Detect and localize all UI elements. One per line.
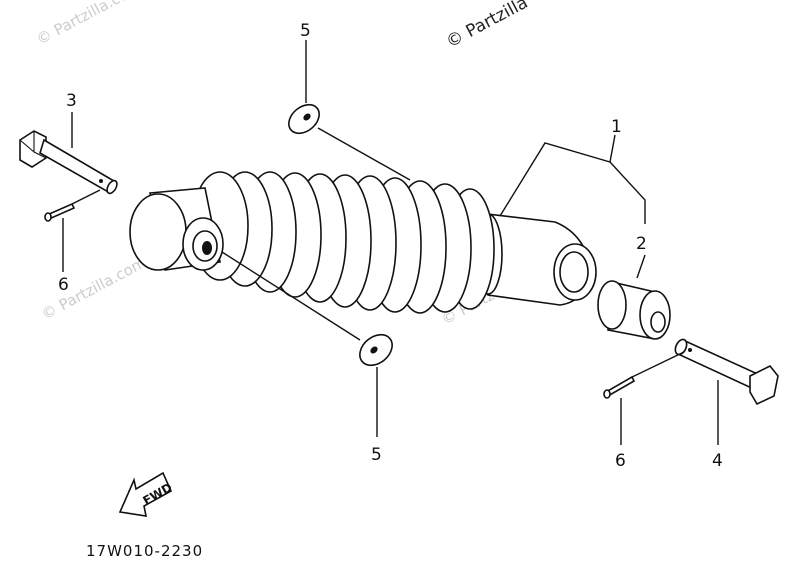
cotter-pin-left[interactable] [44,202,76,222]
callout-bolt-upper: 3 [66,91,77,111]
spring-coils [191,171,495,314]
fwd-arrow: FWD [118,471,175,517]
bolt-upper[interactable] [19,130,119,195]
callout-cotter-pin-right: 6 [615,451,626,471]
watermark-left: © Partzilla.com [38,253,149,323]
cotter-pin-right[interactable] [603,375,636,399]
callout-cotter-pin-left: 6 [58,275,69,295]
watermark-top-right: © Partzilla [443,0,531,52]
callout-bolt-lower: 4 [712,451,723,471]
diagram-code: 17W010-2230 [86,542,203,560]
callout-shock-absorber: 1 [611,117,622,137]
shock-absorber[interactable] [129,171,597,314]
watermark-top-left: © Partzilla.com [33,0,144,49]
washer-upper[interactable] [283,99,324,139]
callout-washer-lower: 5 [371,445,382,465]
callout-bushing: 2 [636,234,647,254]
leader-lines [62,40,719,445]
washer-lower[interactable] [354,328,398,371]
callout-washer-upper: 5 [300,21,311,41]
bushing[interactable] [597,280,671,340]
bolt-lower[interactable] [673,338,779,406]
